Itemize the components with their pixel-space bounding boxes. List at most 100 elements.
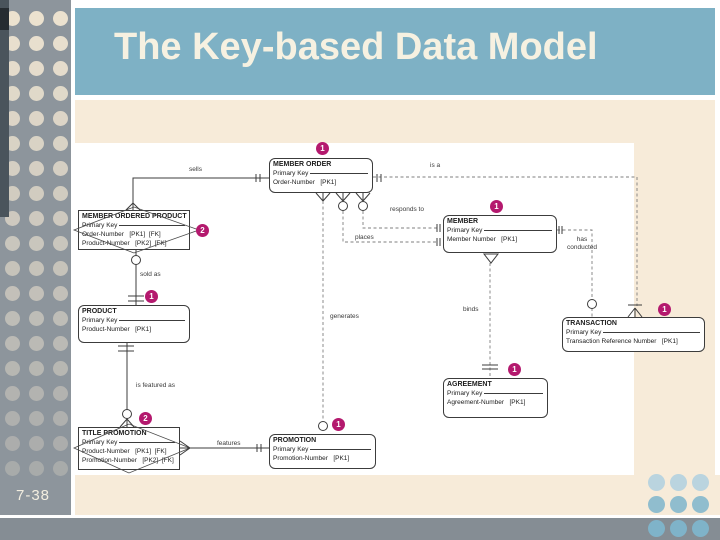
pk-label: Primary Key bbox=[82, 439, 118, 446]
entity-member-ordered-product: MEMBER ORDERED PRODUCT Primary Key Order… bbox=[78, 210, 190, 250]
panel-dot bbox=[28, 411, 44, 426]
entity-title-promotion: TITLE PROMOTION Primary Key Product-Numb… bbox=[78, 427, 180, 470]
entity-title: AGREEMENT bbox=[447, 381, 492, 388]
entity-title: PROMOTION bbox=[273, 437, 317, 444]
panel-dot bbox=[4, 436, 20, 451]
corner-dot bbox=[691, 474, 709, 491]
pk-underline bbox=[119, 442, 175, 443]
entity-title: PRODUCT bbox=[82, 308, 117, 315]
panel-dot bbox=[28, 436, 44, 451]
panel-dot bbox=[4, 336, 20, 351]
relationship-label-binds: binds bbox=[463, 306, 479, 313]
panel-dot bbox=[28, 386, 44, 401]
panel-dot bbox=[52, 311, 68, 326]
panel-dot bbox=[52, 86, 68, 101]
panel-dot bbox=[4, 311, 20, 326]
sidebar-edge-block bbox=[0, 8, 9, 30]
panel-dot bbox=[52, 136, 68, 151]
entity-attribute: Order-Number [PK1] [FK] bbox=[82, 231, 161, 238]
entity-attribute: Product-Number [PK1] bbox=[82, 326, 151, 333]
pk-underline bbox=[310, 449, 371, 450]
panel-dot bbox=[52, 386, 68, 401]
entity-member-order: MEMBER ORDER Primary Key Order-Number [P… bbox=[269, 158, 373, 193]
panel-dot bbox=[4, 461, 20, 476]
panel-dot bbox=[52, 361, 68, 376]
corner-dot bbox=[647, 520, 665, 537]
panel-dot bbox=[28, 186, 44, 201]
panel-dot bbox=[28, 311, 44, 326]
pk-label: Primary Key bbox=[447, 227, 483, 234]
panel-dot bbox=[28, 211, 44, 226]
entity-pk-row: Primary Key bbox=[82, 221, 186, 230]
panel-dot bbox=[28, 11, 44, 26]
entity-transaction: TRANSACTION Primary Key Transaction Refe… bbox=[562, 317, 705, 352]
sidebar-dots-panel bbox=[0, 0, 71, 515]
relationship-label-sold-as: sold as bbox=[140, 271, 161, 278]
entity-pk-row: Primary Key bbox=[273, 169, 369, 178]
entity-attribute: Product-Number [PK2] [FK] bbox=[82, 240, 167, 247]
relationship-label-features: features bbox=[217, 440, 241, 447]
panel-dot bbox=[52, 461, 68, 476]
corner-dot bbox=[647, 474, 665, 491]
entity-pk-row: Primary Key bbox=[566, 328, 701, 337]
entity-title: MEMBER bbox=[447, 218, 479, 225]
right-margin bbox=[715, 0, 720, 475]
panel-dot bbox=[52, 436, 68, 451]
pk-underline bbox=[603, 332, 700, 333]
panel-dot bbox=[4, 411, 20, 426]
entity-promotion: PROMOTION Primary Key Promotion-Number [… bbox=[269, 434, 376, 469]
panel-dot bbox=[52, 111, 68, 126]
pk-underline bbox=[310, 173, 368, 174]
entity-attribute: Transaction Reference Number [PK1] bbox=[566, 338, 678, 345]
entity-attribute: Product-Number [PK1] [FK] bbox=[82, 448, 167, 455]
panel-dot bbox=[52, 61, 68, 76]
panel-dot bbox=[28, 361, 44, 376]
badge-title-promotion: 2 bbox=[139, 412, 152, 425]
panel-dot bbox=[52, 411, 68, 426]
relationship-label-is-featured-as: is featured as bbox=[136, 382, 176, 389]
badge-member-order: 1 bbox=[316, 142, 329, 155]
entity-pk-row: Primary Key bbox=[273, 445, 372, 454]
pk-label: Primary Key bbox=[566, 329, 602, 336]
corner-dot bbox=[669, 474, 687, 491]
panel-dot bbox=[28, 136, 44, 151]
panel-dot bbox=[28, 461, 44, 476]
pk-label: Primary Key bbox=[82, 317, 118, 324]
panel-dot bbox=[52, 186, 68, 201]
badge-promotion: 1 bbox=[332, 418, 345, 431]
entity-attribute: Member Number [PK1] bbox=[447, 236, 518, 243]
panel-dot bbox=[52, 261, 68, 276]
badge-transaction: 1 bbox=[658, 303, 671, 316]
corner-dots-decoration bbox=[640, 470, 720, 540]
slide-title: The Key-based Data Model bbox=[114, 26, 598, 68]
entity-pk-row: Primary Key bbox=[82, 316, 186, 325]
relationship-label-has-conducted: has conducted bbox=[567, 236, 597, 251]
relationship-label-generates: generates bbox=[330, 313, 359, 320]
entity-attribute: Agreement-Number [PK1] bbox=[447, 399, 526, 406]
entity-pk-row: Primary Key bbox=[447, 226, 553, 235]
corner-dot bbox=[669, 496, 687, 513]
entity-attribute: Promotion-Number [PK1] bbox=[273, 455, 350, 462]
corner-dot bbox=[691, 496, 709, 513]
title-bar: The Key-based Data Model bbox=[75, 8, 715, 95]
entity-attribute: Order-Number [PK1] bbox=[273, 179, 337, 186]
relationship-label-responds-to: responds to bbox=[390, 206, 424, 213]
sidebar-gap bbox=[71, 0, 75, 515]
panel-dot bbox=[52, 236, 68, 251]
panel-dot bbox=[52, 336, 68, 351]
entity-title: TITLE PROMOTION bbox=[82, 430, 147, 437]
page-number: 7-38 bbox=[16, 487, 51, 504]
badge-product: 1 bbox=[145, 290, 158, 303]
relationship-label-places: places bbox=[355, 234, 374, 241]
corner-dot bbox=[647, 496, 665, 513]
panel-dot bbox=[52, 211, 68, 226]
entity-title: TRANSACTION bbox=[566, 320, 617, 327]
pk-underline bbox=[484, 230, 552, 231]
badge-member-ordered-product: 2 bbox=[196, 224, 209, 237]
panel-dot bbox=[4, 361, 20, 376]
pk-underline bbox=[119, 320, 185, 321]
sidebar-edge-strip bbox=[0, 0, 9, 217]
corner-dot bbox=[669, 520, 687, 537]
panel-dot bbox=[52, 11, 68, 26]
panel-dot bbox=[28, 161, 44, 176]
